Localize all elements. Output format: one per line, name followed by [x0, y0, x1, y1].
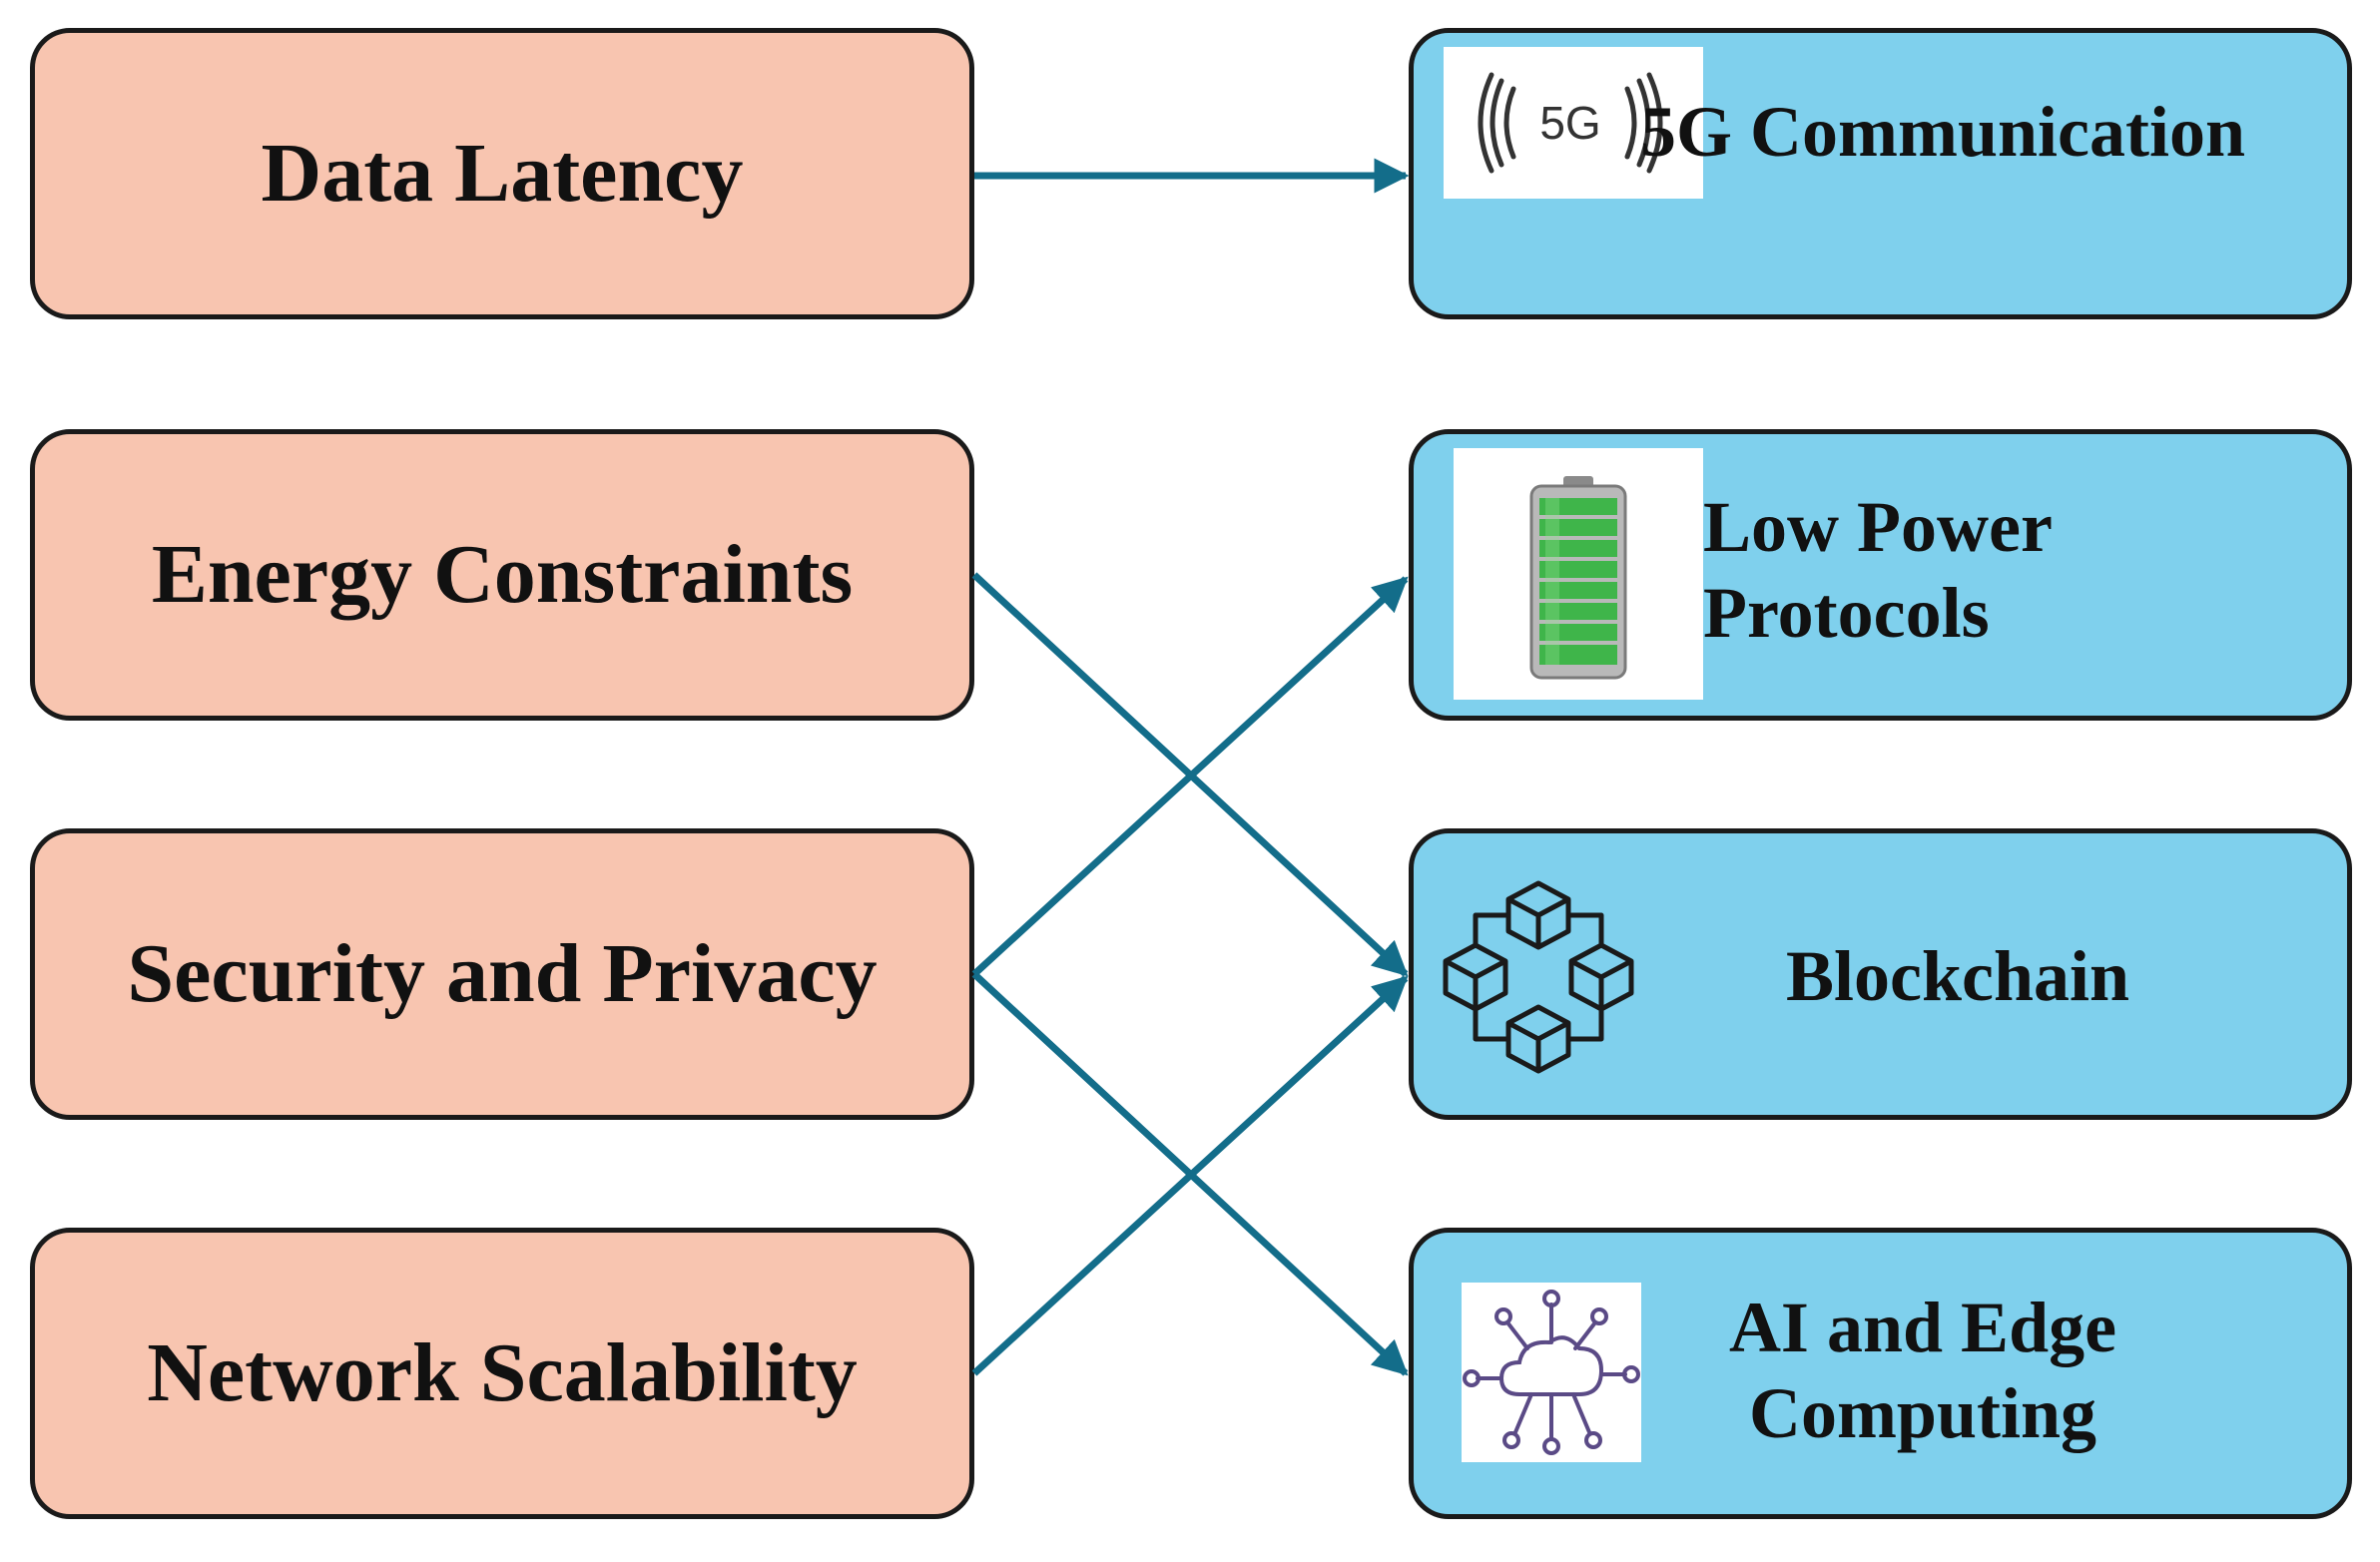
solution-box-blockchain: Blockchain: [1409, 828, 2352, 1120]
solution-label: 5G Communication: [1639, 92, 2246, 172]
challenge-box-data-latency: Data Latency: [30, 28, 974, 319]
challenge-label: Security and Privacy: [127, 926, 878, 1020]
solution-box-low-power: Low Power Protocols: [1409, 429, 2352, 721]
solution-label: Blockchain: [1785, 936, 2130, 1016]
solution-box-ai-edge: AI and Edge Computing: [1409, 1228, 2352, 1519]
solution-label: AI and Edge Computing: [1728, 1288, 2117, 1454]
challenge-label: Network Scalability: [147, 1325, 858, 1419]
challenge-label: Data Latency: [261, 126, 744, 220]
challenge-label: Energy Constraints: [151, 527, 854, 621]
arrow-security-to-low-power: [971, 576, 1409, 977]
solution-box-5g: 5G 5G Communication: [1409, 28, 2352, 319]
5g-signal-icon: 5G: [1444, 47, 1703, 199]
challenge-box-energy-constraints: Energy Constraints: [30, 429, 974, 721]
blockchain-icon: [1434, 863, 1643, 1093]
solution-label: Low Power Protocols: [1703, 487, 2052, 654]
challenge-box-security-privacy: Security and Privacy: [30, 828, 974, 1120]
battery-icon: [1454, 448, 1703, 700]
arrow-scalability-to-blockchain: [971, 975, 1409, 1376]
challenge-box-network-scalability: Network Scalability: [30, 1228, 974, 1519]
cloud-network-icon: [1462, 1283, 1641, 1462]
5g-icon-text: 5G: [1539, 97, 1600, 149]
